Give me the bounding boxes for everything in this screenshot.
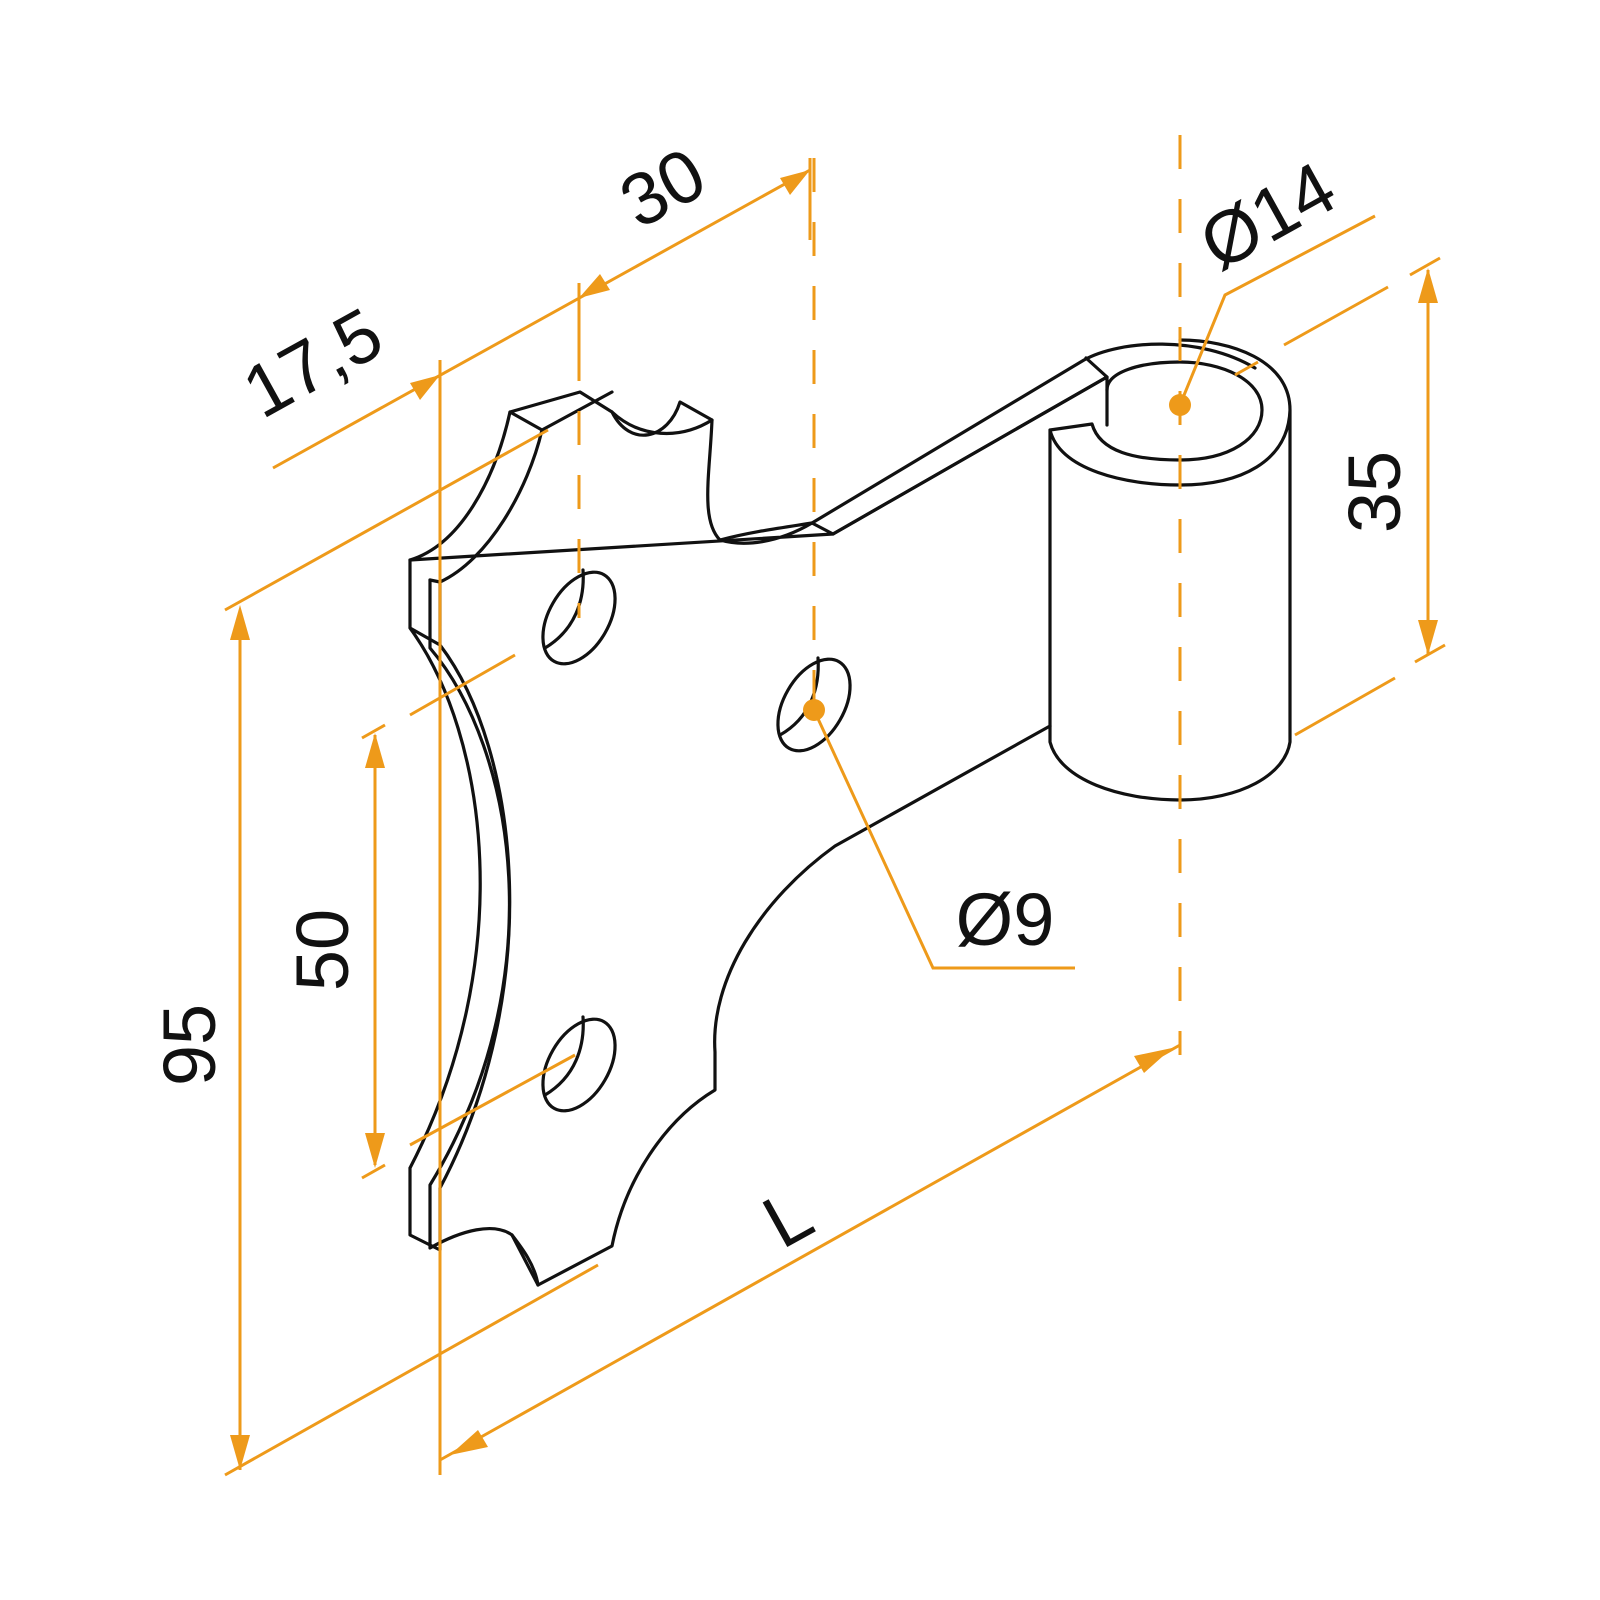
tick-35-bottom (1414, 643, 1446, 664)
arrow-30-right (780, 170, 810, 195)
leader-9-dot (803, 699, 825, 721)
arrow-50-bottom (365, 1133, 385, 1168)
ext-hole-top (409, 653, 516, 717)
arrow-30-left (579, 274, 610, 298)
hole-center (776, 657, 852, 753)
arrow-35-top (1418, 268, 1438, 303)
hole-upper-left-inner (543, 568, 585, 650)
ext-plate-top (224, 428, 549, 612)
label-95: 95 (148, 1004, 231, 1086)
ext-knuckle-top (1283, 285, 1389, 347)
dim-line-L (439, 1043, 1181, 1462)
tick-50-bottom (361, 1163, 386, 1180)
ext-plate-bottom (224, 1263, 599, 1477)
hole-lower-left-inner (543, 1015, 585, 1097)
arrow-50-top (365, 733, 385, 768)
dimension-lines (224, 158, 1446, 1477)
hinge-plate-thickness (408, 390, 814, 1287)
dim-line-top-oblique (272, 168, 811, 470)
ext-knuckle-bottom (1294, 676, 1396, 737)
label-L: L (750, 1171, 826, 1264)
arrow-95-top (230, 605, 250, 640)
label-50: 50 (281, 909, 364, 991)
leader-14-dot (1169, 394, 1191, 416)
arrow-L-left (450, 1430, 488, 1455)
arrow-L-right (1134, 1048, 1172, 1073)
leader-9 (812, 709, 1075, 970)
label-30: 30 (607, 131, 719, 243)
ext-knuckle-top-inner (1234, 360, 1259, 377)
hinge-part (408, 338, 1292, 1287)
label-diameter-9: Ø9 (956, 878, 1055, 961)
arrow-35-bottom (1418, 620, 1438, 655)
label-35: 35 (1333, 451, 1416, 533)
hole-lower-left (541, 1017, 617, 1113)
hinge-holes (541, 568, 852, 1113)
ext-hole-bottom (409, 1053, 576, 1147)
hole-upper-left (541, 570, 617, 666)
hinge-strap (810, 342, 1257, 536)
label-diameter-14: Ø14 (1186, 145, 1349, 285)
tick-50-top (361, 723, 386, 740)
arrow-95-bottom (230, 1435, 250, 1470)
arrow-17-5-right (410, 375, 440, 400)
tick-35-top (1409, 256, 1441, 277)
center-axes (577, 135, 1182, 1055)
dimension-labels: 95 50 17,5 30 35 Ø14 Ø9 L (148, 131, 1416, 1264)
leader-14 (1178, 214, 1376, 406)
